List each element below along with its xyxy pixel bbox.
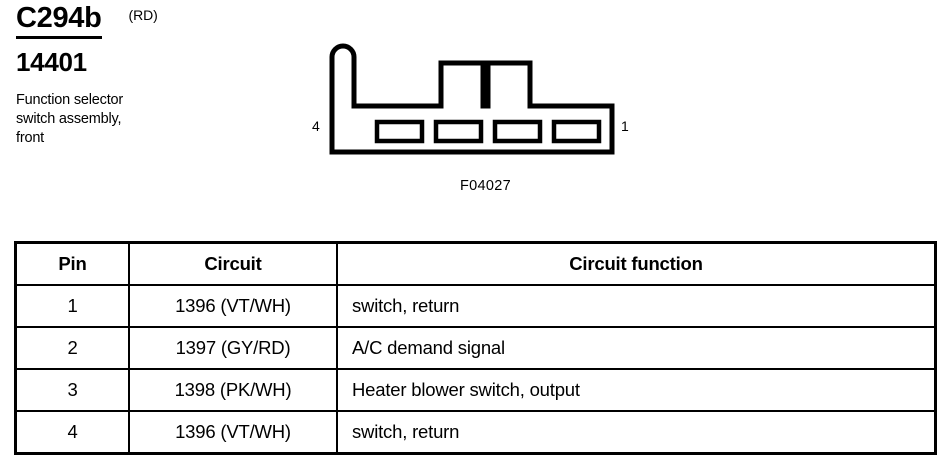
cell-pin: 1: [14, 284, 130, 328]
figure-reference-label: F04027: [460, 178, 511, 194]
connector-description: Function selector switch assembly, front: [16, 91, 286, 148]
pin-assignment-table: Pin Circuit Circuit function 1 1396 (VT/…: [14, 241, 937, 455]
column-header-circuit: Circuit: [128, 241, 338, 286]
cell-function: A/C demand signal: [336, 326, 937, 370]
cell-function: switch, return: [336, 410, 937, 455]
connector-description-line-2: switch assembly,: [16, 111, 122, 127]
connector-id-row: C294b (RD): [16, 4, 286, 39]
table-header-row: Pin Circuit Circuit function: [14, 241, 937, 286]
cell-function: Heater blower switch, output: [336, 368, 937, 412]
table-row: 1 1396 (VT/WH) switch, return: [14, 284, 937, 328]
terminal-cavity-4: [374, 119, 425, 144]
cell-pin: 3: [14, 368, 130, 412]
part-number: 14401: [16, 47, 87, 77]
table-row: 3 1398 (PK/WH) Heater blower switch, out…: [14, 368, 937, 412]
table-row: 4 1396 (VT/WH) switch, return: [14, 410, 937, 455]
connector-description-line-1: Function selector: [16, 92, 124, 108]
column-header-pin: Pin: [14, 241, 130, 286]
cell-circuit: 1397 (GY/RD): [128, 326, 338, 370]
connector-legend-block: C294b (RD) 14401 Function selector switc…: [16, 4, 286, 148]
pin-number-label-right: 1: [621, 118, 629, 134]
connector-color-code: (RD): [128, 7, 158, 23]
cell-function: switch, return: [336, 284, 937, 328]
cell-circuit: 1396 (VT/WH): [128, 284, 338, 328]
terminal-cavity-3: [433, 119, 484, 144]
terminal-cavity-2: [492, 119, 543, 144]
cell-circuit: 1398 (PK/WH): [128, 368, 338, 412]
cell-pin: 4: [14, 410, 130, 455]
cell-pin: 2: [14, 326, 130, 370]
column-header-function: Circuit function: [336, 241, 937, 286]
connector-id: C294b: [16, 4, 102, 39]
cell-circuit: 1396 (VT/WH): [128, 410, 338, 455]
terminal-cavity-1: [551, 119, 602, 144]
connector-description-line-3: front: [16, 130, 45, 146]
table-row: 2 1397 (GY/RD) A/C demand signal: [14, 326, 937, 370]
connector-figure: 4 1 F04027: [300, 38, 660, 208]
connector-outline-path: [329, 43, 615, 155]
connector-body-drawing: [329, 43, 615, 155]
pin-number-label-left: 4: [312, 118, 320, 134]
